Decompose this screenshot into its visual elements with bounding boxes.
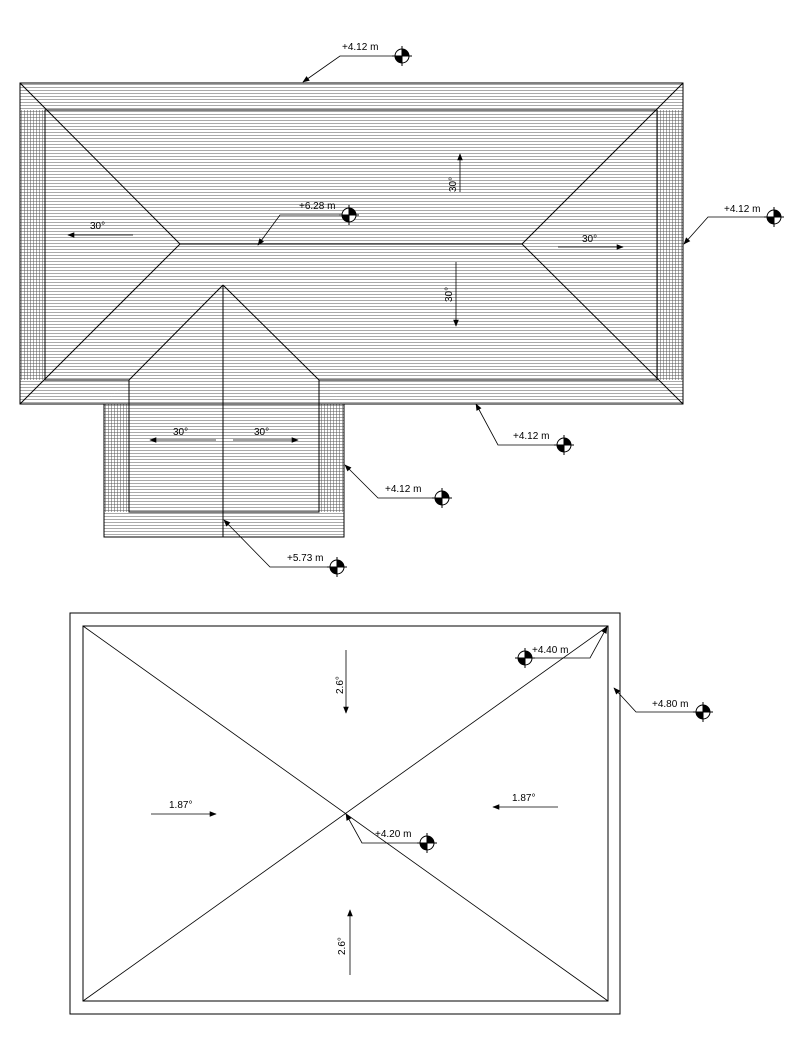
roof-outline [19, 82, 684, 405]
wing-wall-line [128, 380, 320, 513]
lower-diag-2 [82, 625, 609, 1002]
wing-outline [103, 404, 345, 538]
slope-label-south: 30° [444, 287, 455, 302]
wing-face-west-hatch [104, 285, 223, 537]
slope-label-west: 30° [90, 221, 105, 232]
svg-text:+5.73 m: +5.73 m [287, 553, 323, 564]
svg-text:+4.20 m: +4.20 m [375, 829, 411, 840]
svg-text:+4.12 m: +4.12 m [513, 431, 549, 442]
level-marker-corner: +4.40 m [514, 626, 608, 669]
level-symbol-icon [553, 434, 575, 456]
wing-gutter-east [319, 404, 344, 512]
level-symbol-icon [763, 206, 785, 228]
svg-text:+4.12 m: +4.12 m [724, 204, 760, 215]
gutter-east [657, 110, 683, 380]
level-symbol-icon [431, 487, 453, 509]
wall-line [44, 109, 658, 381]
slope-label-wing-east: 30° [254, 427, 269, 438]
level-marker-wing-ridge: +5.73 m [223, 519, 348, 578]
lower-roof: 2.6° 2.6° 1.87° 1.87° +4.40 m +4.80 m +4… [69, 612, 714, 1015]
wing-gutter-west [104, 404, 129, 512]
roof-face-east [522, 83, 683, 404]
svg-text:+4.80 m: +4.80 m [652, 699, 688, 710]
level-marker-top: +4.12 m [302, 42, 413, 83]
level-symbol-icon [391, 45, 413, 67]
svg-text:+4.12 m: +4.12 m [385, 484, 421, 495]
slope-label-bottom: 2.6° [337, 937, 348, 955]
slope-label-east: 30° [582, 234, 597, 245]
svg-text:+4.12 m: +4.12 m [342, 42, 378, 53]
level-symbol-icon [416, 832, 438, 854]
level-marker-ridge: +6.28 m [257, 201, 360, 246]
level-symbol-icon [692, 701, 714, 723]
hip-se [521, 243, 684, 405]
slope-label-top: 2.6° [335, 676, 346, 694]
level-marker-edge: +4.80 m [613, 687, 714, 723]
level-symbol-icon [326, 556, 348, 578]
gutter-west [20, 110, 45, 380]
wing-valley-west [128, 284, 224, 381]
wing-valley-east [222, 284, 320, 381]
level-marker-right: +4.12 m [683, 204, 785, 245]
svg-text:+6.28 m: +6.28 m [299, 201, 335, 212]
roof-face-north [20, 83, 683, 244]
wing-face-east-hatch [223, 285, 344, 537]
lower-roof-inner [82, 625, 609, 1002]
svg-text:+4.40 m: +4.40 m [532, 645, 568, 656]
level-marker-center: +4.20 m [345, 813, 438, 854]
slope-label-north: 30° [448, 177, 459, 192]
roof-face-west [20, 83, 180, 404]
hip-ne [521, 82, 684, 245]
slope-label-right: 1.87° [512, 793, 535, 804]
level-marker-lower-right: +4.12 m [475, 403, 575, 456]
hip-nw [19, 82, 181, 245]
lower-roof-outline [69, 612, 621, 1015]
hip-sw [19, 243, 181, 405]
level-marker-wing-right: +4.12 m [344, 464, 453, 509]
upper-roof: 30° 30° 30° 30° 30° 30° +4.12 m +6.28 m … [19, 42, 785, 578]
slope-label-left: 1.87° [169, 800, 192, 811]
slope-label-wing-west: 30° [173, 427, 188, 438]
